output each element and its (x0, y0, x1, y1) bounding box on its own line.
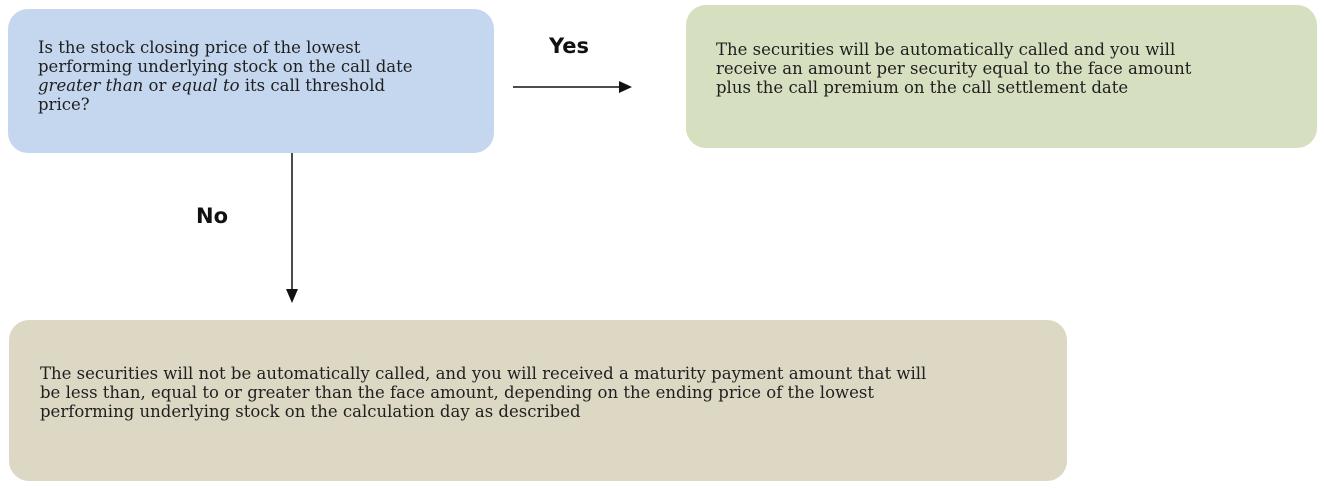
emphasis-equal-to: equal to (171, 76, 240, 95)
decision-text-line-3: greater than or equal to its call thresh… (38, 76, 474, 95)
yes-text-line-3: plus the call premium on the call settle… (716, 78, 1129, 97)
no-arrow (286, 153, 298, 303)
yes-label: Yes (549, 34, 590, 58)
no-outcome-box: The securities will not be automatically… (9, 320, 1067, 481)
yes-outcome-box: The securities will be automatically cal… (686, 5, 1317, 148)
no-text-line-2: be less than, equal to or greater than t… (40, 383, 875, 402)
emphasis-greater-than: greater than (38, 76, 144, 95)
no-label: No (196, 204, 229, 228)
decision-text-line-1: Is the stock closing price of the lowest (38, 38, 361, 57)
yes-text-line-1: The securities will be automatically cal… (716, 40, 1176, 59)
yes-text-line-2: receive an amount per security equal to … (716, 59, 1192, 78)
decision-text-threshold: its call threshold (239, 76, 386, 95)
decision-box: Is the stock closing price of the lowest… (8, 9, 494, 153)
decision-text-line-2: performing underlying stock on the call … (38, 57, 413, 76)
no-text-line-3: performing underlying stock on the calcu… (40, 402, 581, 421)
decision-text-line-4: price? (38, 95, 90, 114)
yes-arrow (513, 81, 632, 93)
no-text-line-1: The securities will not be automatically… (40, 364, 927, 383)
decision-text-or: or (143, 76, 172, 95)
